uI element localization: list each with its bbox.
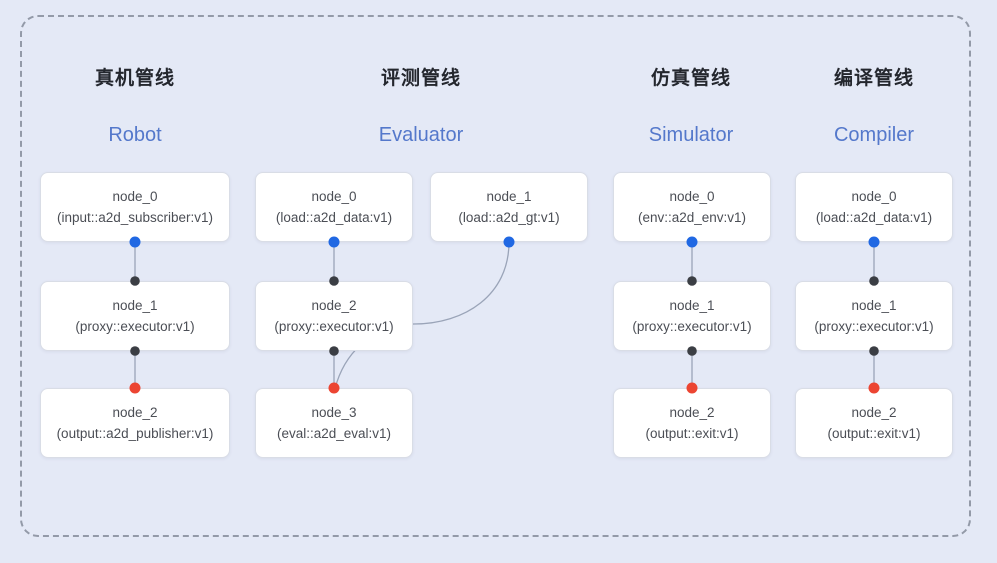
node-type: (eval::a2d_eval:v1) xyxy=(276,426,392,441)
node-card-evaluator-node2: node_2 (proxy::executor:v1) xyxy=(255,281,413,351)
node-name: node_1 xyxy=(851,298,897,313)
pipeline-title-simulator: 仿真管线 xyxy=(650,68,731,89)
node-name: node_2 xyxy=(112,405,158,420)
node-name: node_0 xyxy=(669,189,715,204)
node-type: (output::a2d_publisher:v1) xyxy=(56,426,214,441)
node-card-compiler-node0: node_0 (load::a2d_data:v1) xyxy=(795,172,953,242)
node-card-simulator-node0: node_0 (env::a2d_env:v1) xyxy=(613,172,771,242)
node-name: node_1 xyxy=(486,189,532,204)
node-type: (proxy::executor:v1) xyxy=(274,319,394,334)
node-name: node_2 xyxy=(669,405,715,420)
node-type: (env::a2d_env:v1) xyxy=(637,210,747,225)
node-type: (output::exit:v1) xyxy=(827,426,921,441)
node-name: node_0 xyxy=(851,189,897,204)
node-card-compiler-node1: node_1 (proxy::executor:v1) xyxy=(795,281,953,351)
node-name: node_2 xyxy=(311,298,357,313)
node-name: node_0 xyxy=(112,189,158,204)
node-type: (output::exit:v1) xyxy=(645,426,739,441)
node-type: (load::a2d_gt:v1) xyxy=(458,210,560,225)
node-name: node_2 xyxy=(851,405,897,420)
pipeline-subtitle-evaluator: Evaluator xyxy=(378,124,464,146)
node-card-evaluator-node0: node_0 (load::a2d_data:v1) xyxy=(255,172,413,242)
node-card-robot-node0: node_0 (input::a2d_subscriber:v1) xyxy=(40,172,230,242)
node-card-evaluator-node3: node_3 (eval::a2d_eval:v1) xyxy=(255,388,413,458)
pipeline-title-robot: 真机管线 xyxy=(94,68,175,89)
dashed-frame xyxy=(20,15,971,537)
node-type: (load::a2d_data:v1) xyxy=(815,210,933,225)
pipeline-title-compiler: 编译管线 xyxy=(833,68,914,89)
node-name: node_1 xyxy=(669,298,715,313)
pipeline-title-evaluator: 评测管线 xyxy=(380,68,461,89)
node-card-robot-node2: node_2 (output::a2d_publisher:v1) xyxy=(40,388,230,458)
node-card-robot-node1: node_1 (proxy::executor:v1) xyxy=(40,281,230,351)
node-card-simulator-node2: node_2 (output::exit:v1) xyxy=(613,388,771,458)
node-name: node_1 xyxy=(112,298,158,313)
node-card-simulator-node1: node_1 (proxy::executor:v1) xyxy=(613,281,771,351)
node-name: node_3 xyxy=(311,405,357,420)
pipeline-subtitle-compiler: Compiler xyxy=(833,124,915,146)
node-type: (proxy::executor:v1) xyxy=(75,319,195,334)
node-type: (input::a2d_subscriber:v1) xyxy=(56,210,214,225)
node-name: node_0 xyxy=(311,189,357,204)
node-card-evaluator-node1: node_1 (load::a2d_gt:v1) xyxy=(430,172,588,242)
node-type: (proxy::executor:v1) xyxy=(814,319,934,334)
node-type: (load::a2d_data:v1) xyxy=(275,210,393,225)
pipeline-subtitle-simulator: Simulator xyxy=(648,124,734,146)
node-type: (proxy::executor:v1) xyxy=(632,319,752,334)
node-card-compiler-node2: node_2 (output::exit:v1) xyxy=(795,388,953,458)
pipeline-subtitle-robot: Robot xyxy=(108,124,162,146)
